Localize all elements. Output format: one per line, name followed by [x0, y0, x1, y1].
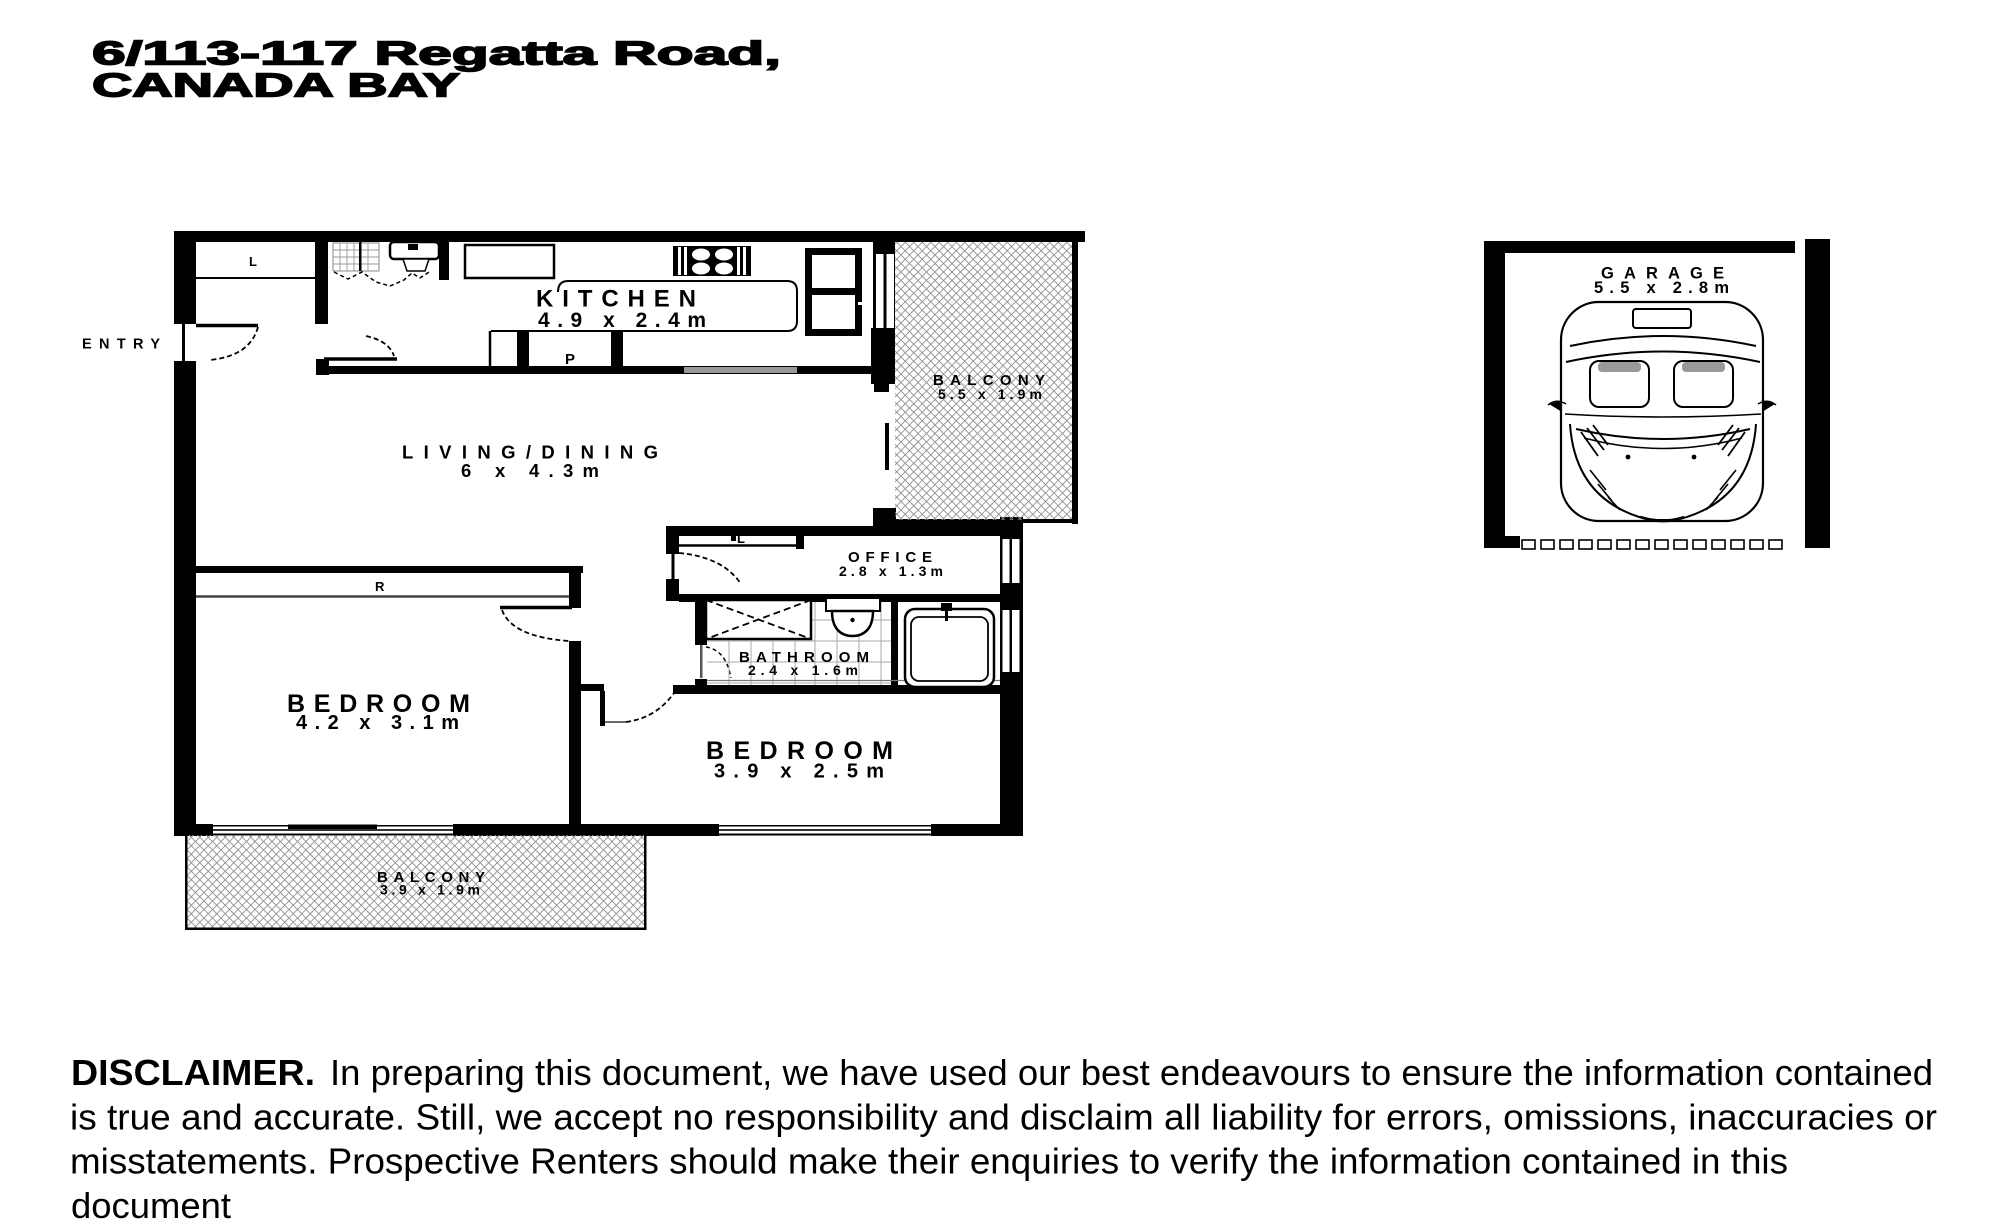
svg-text:document: document [71, 1185, 231, 1226]
svg-text:LIVING/DINING: LIVING/DINING [402, 442, 658, 463]
svg-text:KITCHEN: KITCHEN [536, 286, 696, 313]
svg-text:misstatements. Prospective Ren: misstatements. Prospective Renters shoul… [70, 1141, 1788, 1182]
svg-text:P: P [565, 351, 575, 368]
svg-text:ENTRY: ENTRY [82, 337, 160, 353]
svg-text:6/113-117 Regatta Road,: 6/113-117 Regatta Road, [92, 35, 781, 72]
svg-text:In preparing this document, we: In preparing this document, we have used… [330, 1052, 1933, 1093]
svg-text:6 x 4.3m: 6 x 4.3m [461, 460, 599, 481]
svg-text:is true and accurate. Still, w: is true and accurate. Still, we accept n… [70, 1096, 1937, 1137]
svg-text:BALCONY: BALCONY [377, 869, 485, 886]
svg-text:BEDROOM: BEDROOM [287, 690, 470, 718]
svg-text:BEDROOM: BEDROOM [706, 737, 893, 765]
svg-text:R: R [375, 579, 385, 594]
svg-text:DISCLAIMER.: DISCLAIMER. [71, 1052, 315, 1093]
svg-text:CANADA BAY: CANADA BAY [92, 67, 460, 104]
svg-text:L: L [737, 531, 745, 546]
svg-text:L: L [249, 254, 257, 269]
